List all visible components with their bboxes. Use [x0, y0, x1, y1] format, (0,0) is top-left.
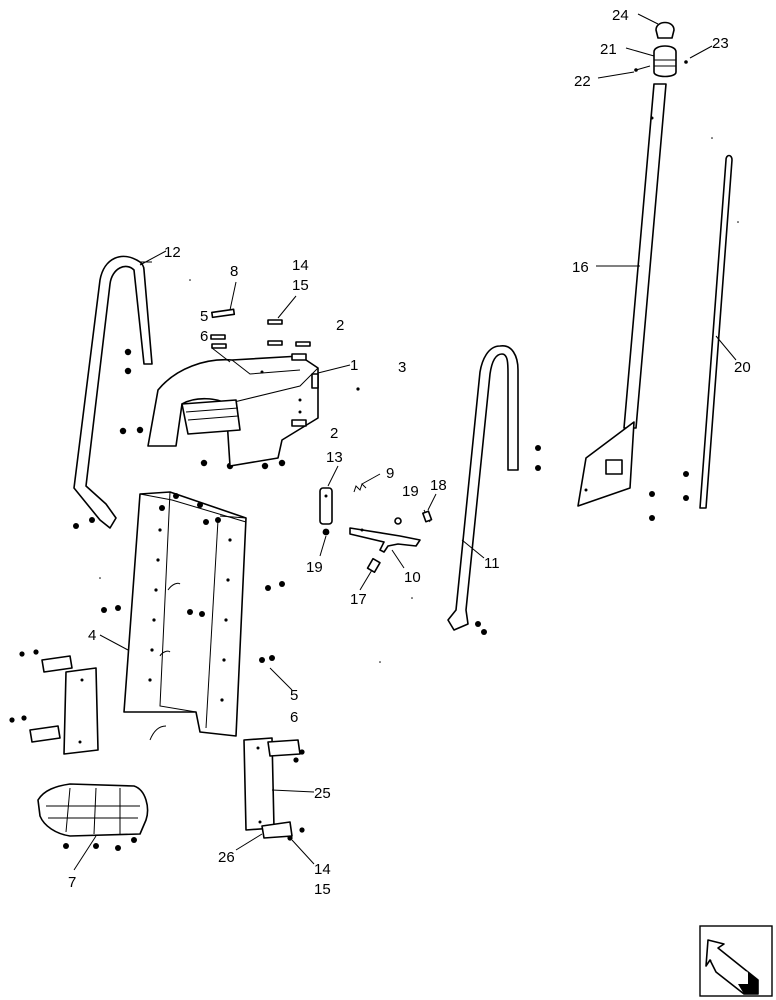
label-14-lower: 14: [314, 861, 331, 878]
leader-22: [597, 71, 635, 79]
collar-21: [653, 45, 677, 78]
bracket-25: [243, 737, 305, 841]
label-25: 25: [314, 785, 331, 802]
leader-24: [637, 13, 659, 25]
leader-23: [689, 45, 713, 59]
label-6-lower: 6: [290, 709, 298, 726]
label-16: 16: [572, 259, 589, 276]
label-3: 3: [398, 359, 406, 376]
label-5-lower: 5: [290, 687, 298, 704]
label-2-lower: 2: [330, 425, 338, 442]
label-14-upper: 14: [292, 257, 309, 274]
leader-14-upper: [277, 295, 297, 319]
leader-11: [461, 539, 485, 559]
left-bracket-plates: [9, 649, 99, 755]
step-7: [37, 783, 149, 851]
leader-4: [99, 634, 129, 651]
label-26: 26: [218, 849, 235, 866]
leader-19a: [319, 535, 327, 557]
leader-20: [715, 335, 737, 361]
screw-22: [634, 65, 651, 72]
label-4: 4: [88, 627, 96, 644]
leader-9: [361, 473, 381, 485]
handrail-left: [73, 255, 153, 529]
leader-21: [625, 47, 655, 57]
leader-12: [139, 250, 167, 266]
label-6-upper: 6: [200, 328, 208, 345]
leader-8: [229, 281, 237, 311]
leader-6-upper: [211, 347, 231, 363]
label-12: 12: [164, 244, 181, 261]
label-19-right: 19: [402, 483, 419, 500]
label-9: 9: [386, 465, 394, 482]
label-19-left: 19: [306, 559, 323, 576]
leader-17: [359, 569, 373, 591]
label-15-lower: 15: [314, 881, 331, 898]
label-11: 11: [484, 555, 500, 572]
handrail-right: [447, 345, 519, 631]
leader-7: [73, 835, 97, 871]
label-15-upper: 15: [292, 277, 309, 294]
spring-9: [353, 483, 367, 493]
leader-25: [271, 789, 315, 793]
leader-14-lower: [291, 839, 315, 865]
leader-13: [327, 465, 339, 487]
label-8: 8: [230, 263, 238, 280]
label-23: 23: [712, 35, 729, 52]
pin-18: [422, 509, 433, 523]
leader-1: [317, 364, 351, 374]
label-18: 18: [430, 477, 447, 494]
ladder-frame: [123, 491, 247, 737]
label-21: 21: [600, 41, 617, 58]
upper-step-housing: [147, 353, 319, 467]
pin-8: [211, 308, 236, 319]
knob-24: [655, 21, 675, 39]
label-2-upper: 2: [336, 317, 344, 334]
lever-10: [349, 527, 421, 553]
latch-13: [319, 487, 333, 536]
next-page-arrow-icon[interactable]: [699, 925, 773, 997]
label-7: 7: [68, 874, 76, 891]
label-13: 13: [326, 449, 343, 466]
label-22: 22: [574, 73, 591, 90]
leader-10: [391, 549, 405, 569]
rod-20: [699, 154, 733, 509]
leader-5-lower: [269, 667, 293, 691]
label-5-upper: 5: [200, 308, 208, 325]
pin-17: [366, 557, 381, 573]
label-10: 10: [404, 569, 421, 586]
label-17: 17: [350, 591, 367, 608]
label-20: 20: [734, 359, 751, 376]
leader-18: [427, 493, 437, 511]
leader-26: [235, 833, 263, 851]
label-1: 1: [350, 357, 358, 374]
post-16: [577, 83, 667, 507]
label-24: 24: [612, 7, 629, 24]
